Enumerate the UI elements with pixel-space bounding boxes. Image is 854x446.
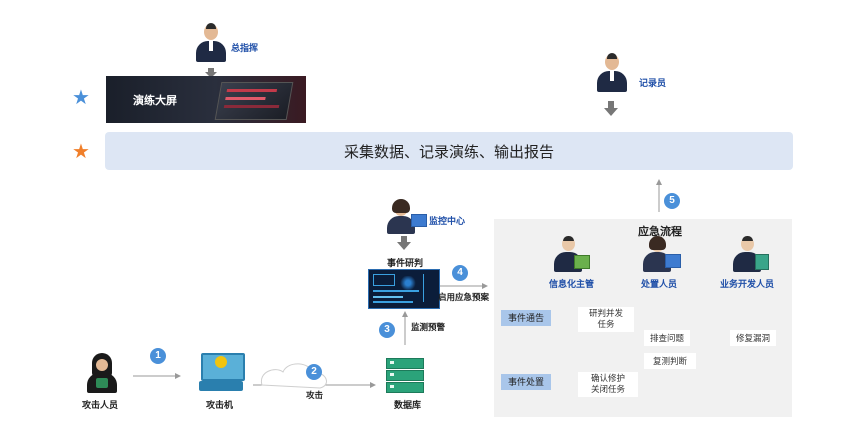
data-collection-banner: 采集数据、记录演练、输出报告 bbox=[105, 132, 793, 170]
role-handler-label: 处置人员 bbox=[641, 279, 678, 289]
computer-icon bbox=[411, 214, 427, 227]
step-confirm-task: 确认修护 关闭任务 bbox=[578, 372, 638, 397]
monitor-person-icon bbox=[386, 199, 427, 234]
monitor-alert-label: 监测预警 bbox=[411, 322, 446, 332]
step-event-dispose: 事件处置 bbox=[501, 374, 551, 390]
step-fix-vulnerability: 修复漏洞 bbox=[730, 330, 776, 346]
emergency-title: 应急流程 bbox=[638, 226, 682, 238]
attack-label: 攻击 bbox=[306, 390, 324, 400]
step-analyze-task: 研判并发 任务 bbox=[578, 307, 634, 332]
star-icon-blue: ★ bbox=[72, 87, 90, 109]
computer-icon bbox=[665, 254, 681, 268]
star-icon-orange: ★ bbox=[72, 141, 90, 163]
role-it-manager-label: 信息化主管 bbox=[549, 279, 595, 289]
screen-laptop-icon bbox=[214, 82, 294, 120]
attacker-label: 攻击人员 bbox=[82, 400, 119, 410]
step-number-3: 3 bbox=[379, 322, 395, 338]
analysis-label: 事件研判 bbox=[387, 258, 424, 268]
it-manager-person-icon bbox=[554, 236, 590, 273]
screen-title: 演练大屏 bbox=[133, 95, 177, 107]
attack-machine-computer-icon bbox=[199, 353, 245, 393]
step-number-2: 2 bbox=[306, 364, 322, 380]
drill-screen: 演练大屏 bbox=[106, 76, 306, 123]
step-number-5: 5 bbox=[664, 193, 680, 209]
attacker-person-icon bbox=[87, 353, 117, 393]
developer-person-icon bbox=[733, 236, 769, 273]
recorder-person-icon bbox=[597, 53, 627, 92]
attack-machine-label: 攻击机 bbox=[206, 400, 234, 410]
step-review: 复测判断 bbox=[644, 353, 696, 369]
step-event-notify: 事件通告 bbox=[501, 310, 551, 326]
commander-label: 总指挥 bbox=[231, 43, 259, 53]
server-icon bbox=[755, 254, 769, 270]
step-number-4: 4 bbox=[452, 265, 468, 281]
role-developer-label: 业务开发人员 bbox=[720, 279, 775, 289]
monitor-center-label: 监控中心 bbox=[429, 216, 466, 226]
database-server-icon bbox=[386, 358, 424, 393]
commander-person-icon bbox=[196, 23, 226, 62]
computer-icon bbox=[574, 255, 590, 269]
database-label: 数据库 bbox=[394, 400, 422, 410]
step-number-1: 1 bbox=[150, 348, 166, 364]
start-plan-label: 启用应急预案 bbox=[438, 292, 490, 302]
handler-person-icon bbox=[643, 236, 681, 273]
recorder-label: 记录员 bbox=[639, 78, 667, 88]
analysis-dashboard-icon bbox=[368, 269, 440, 309]
step-check-problem: 排查问题 bbox=[644, 330, 690, 346]
